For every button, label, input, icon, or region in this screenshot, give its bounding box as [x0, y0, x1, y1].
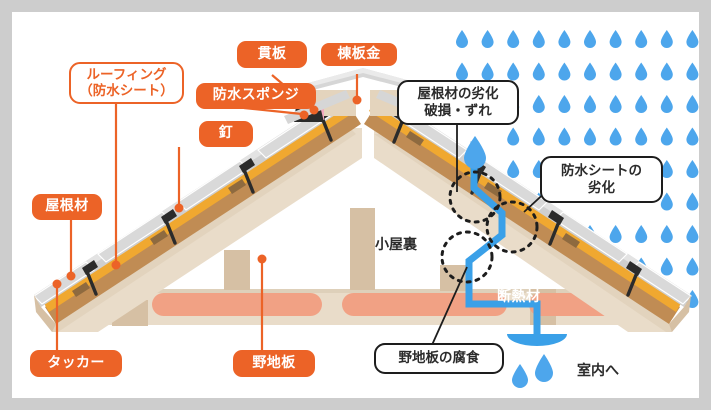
label-tacker-text: タッカー: [47, 354, 105, 371]
label-waterproof-sponge[interactable]: 防水スポンジ: [196, 83, 316, 109]
label-roofing-sheet-text: ルーフィング （防水シート）: [79, 66, 174, 99]
label-ridge-metal-text: 棟板金: [337, 45, 381, 62]
damage-marker-roof-material: [448, 170, 502, 224]
label-noji-board[interactable]: 野地板: [233, 350, 315, 377]
label-noji-board-rot-text: 野地板の腐食: [398, 350, 480, 367]
text-to-indoor: 室内へ: [577, 363, 619, 379]
label-ridge-metal[interactable]: 棟板金: [319, 41, 399, 68]
label-noji-board-text: 野地板: [252, 354, 296, 371]
label-nuki-ita[interactable]: 貫板: [237, 41, 307, 68]
water-leak-path: [465, 141, 541, 343]
label-noji-board-rot[interactable]: 野地板の腐食: [374, 343, 504, 374]
label-waterproof-sponge-text: 防水スポンジ: [212, 87, 300, 104]
indoor-puddle: [507, 334, 567, 346]
label-nail[interactable]: 釘: [199, 121, 253, 147]
damage-marker-waterproof-sheet: [485, 200, 539, 254]
label-roof-material-text: 屋根材: [45, 198, 89, 215]
damage-marker-noji-rot: [440, 230, 494, 284]
label-nail-text: 釘: [218, 125, 234, 142]
leader-dots-orange: [52, 95, 362, 289]
label-roofing-sheet[interactable]: ルーフィング （防水シート）: [69, 62, 184, 104]
indoor-drip-drops: [512, 354, 553, 388]
label-tacker[interactable]: タッカー: [30, 350, 122, 377]
text-insulation: 断熱材: [497, 289, 541, 305]
label-roof-material-degradation[interactable]: 屋根材の劣化 破損・ずれ: [397, 80, 519, 125]
insulation-bars: [152, 293, 629, 316]
leak-entry-drop: [464, 136, 486, 169]
right-roof-slope: [364, 90, 692, 332]
label-roof-material[interactable]: 屋根材: [32, 194, 102, 220]
diagram-canvas: ルーフィング （防水シート） 屋根材 釘 防水スポンジ 貫板 棟板金 タッカー …: [12, 12, 699, 398]
label-waterproof-sheet-degradation[interactable]: 防水シートの 劣化: [540, 156, 663, 203]
text-attic: 小屋裏: [375, 237, 417, 253]
label-roof-material-degradation-text: 屋根材の劣化 破損・ずれ: [417, 86, 499, 119]
damage-markers: [440, 170, 539, 284]
label-waterproof-sheet-degradation-text: 防水シートの 劣化: [561, 163, 642, 196]
leader-lines-orange: [55, 74, 359, 352]
label-nuki-ita-text: 貫板: [257, 45, 287, 62]
roof-cross-section-illustration: [33, 30, 699, 388]
